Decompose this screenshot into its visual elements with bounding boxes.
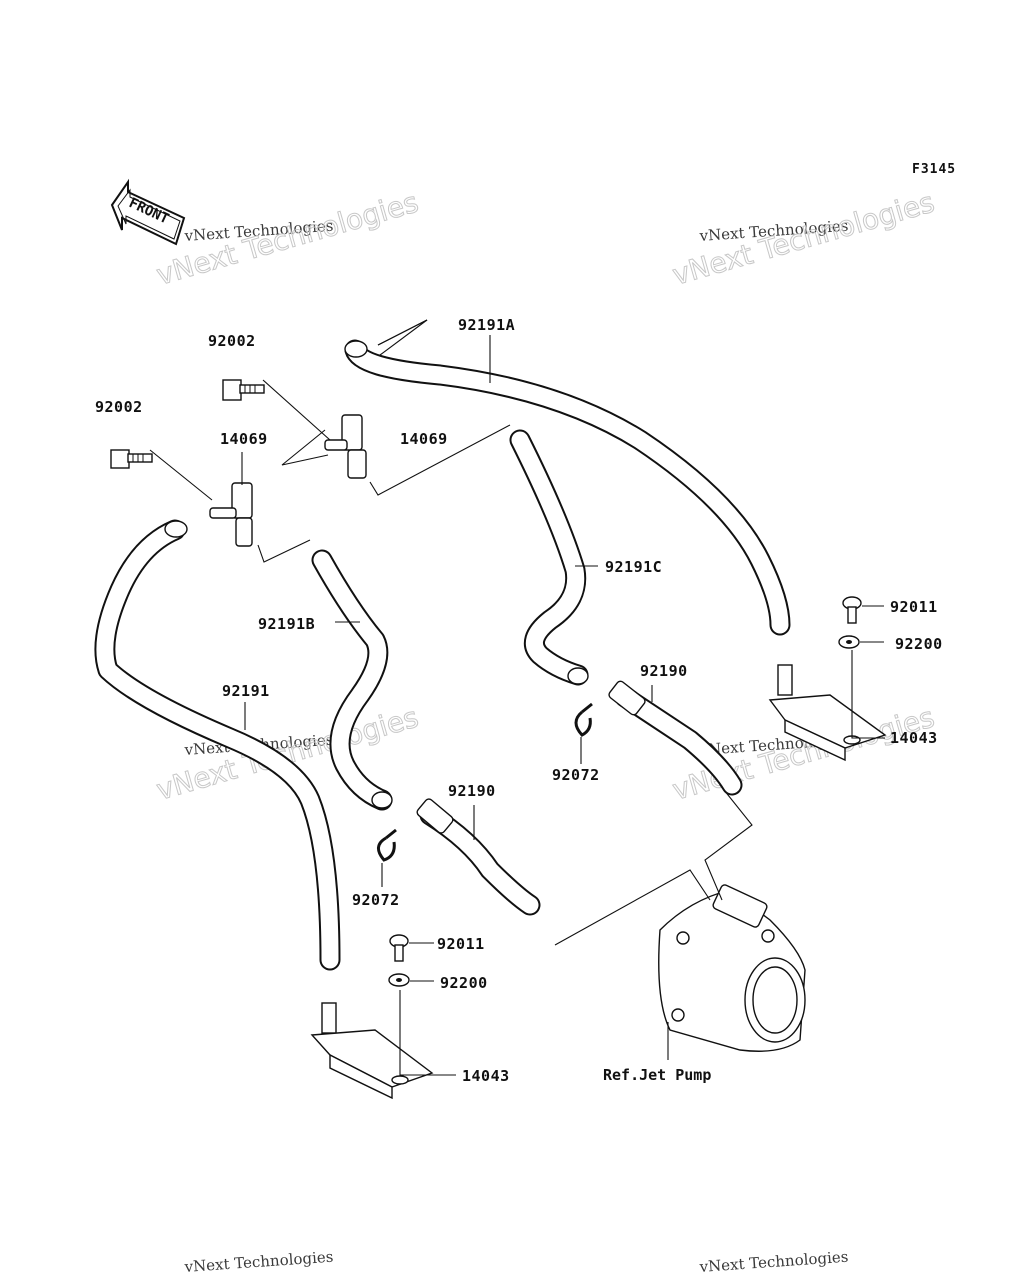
watermark-line1: vNext Technologies xyxy=(183,1248,334,1276)
hose-92191b xyxy=(311,549,393,811)
label-14069-right: 14069 xyxy=(400,430,448,448)
figure-code: F3145 xyxy=(912,162,956,177)
watermark-top-right: vNext Technologies vNext Technologies xyxy=(668,185,938,292)
label-14043-left: 14043 xyxy=(462,1067,510,1085)
label-92011-left: 92011 xyxy=(437,935,485,953)
label-ref-jet-pump: Ref.Jet Pump xyxy=(603,1066,711,1084)
label-92002-upper: 92002 xyxy=(208,332,256,350)
fitting-14069-right xyxy=(324,414,367,479)
front-arrow-icon: FRONT xyxy=(110,178,186,246)
hose-92191c xyxy=(509,429,589,686)
label-14069-left: 14069 xyxy=(220,430,268,448)
watermark-top-left: vNext Technologies vNext Technologies xyxy=(152,185,422,292)
label-92002-left: 92002 xyxy=(95,398,143,416)
fitting-14069-left xyxy=(209,482,253,547)
washer-92200-right xyxy=(838,635,860,649)
hose-92191a xyxy=(344,339,791,636)
washer-92200-left xyxy=(388,973,410,987)
label-92200-left: 92200 xyxy=(440,974,488,992)
label-92190-right: 92190 xyxy=(640,662,688,680)
label-92191b: 92191B xyxy=(258,615,315,633)
label-92200-right: 92200 xyxy=(895,635,943,653)
label-92191: 92191 xyxy=(222,682,270,700)
bolt-92002-left xyxy=(110,449,153,469)
label-92072-right: 92072 xyxy=(552,766,600,784)
filter-14043-left xyxy=(310,1002,434,1100)
hose-92190-right xyxy=(608,680,743,796)
clip-92072-left xyxy=(377,828,397,862)
hose-92190-center xyxy=(416,798,541,916)
bolt-92002-upper xyxy=(222,379,265,401)
jet-pump-housing xyxy=(658,884,806,1052)
filter-14043-right xyxy=(768,664,887,762)
clip-92072-right xyxy=(574,702,593,737)
label-92011-right: 92011 xyxy=(890,598,938,616)
label-92072-left: 92072 xyxy=(352,891,400,909)
label-92190-center: 92190 xyxy=(448,782,496,800)
watermark-bottom-left: vNext Technologies xyxy=(183,1248,334,1276)
part-labels: 92191A 92002 92002 14069 14069 92191C 92… xyxy=(95,316,943,1085)
screw-92011-right xyxy=(842,596,862,624)
screw-92011-left xyxy=(389,934,409,962)
hose-92191 xyxy=(94,519,341,971)
label-92191a: 92191A xyxy=(458,316,515,334)
watermark-bottom-right: vNext Technologies xyxy=(698,1248,849,1276)
label-14043-right: 14043 xyxy=(890,729,938,747)
label-92191c: 92191C xyxy=(605,558,662,576)
watermark-line1: vNext Technologies xyxy=(698,1248,849,1276)
leader-lines xyxy=(149,319,885,1076)
